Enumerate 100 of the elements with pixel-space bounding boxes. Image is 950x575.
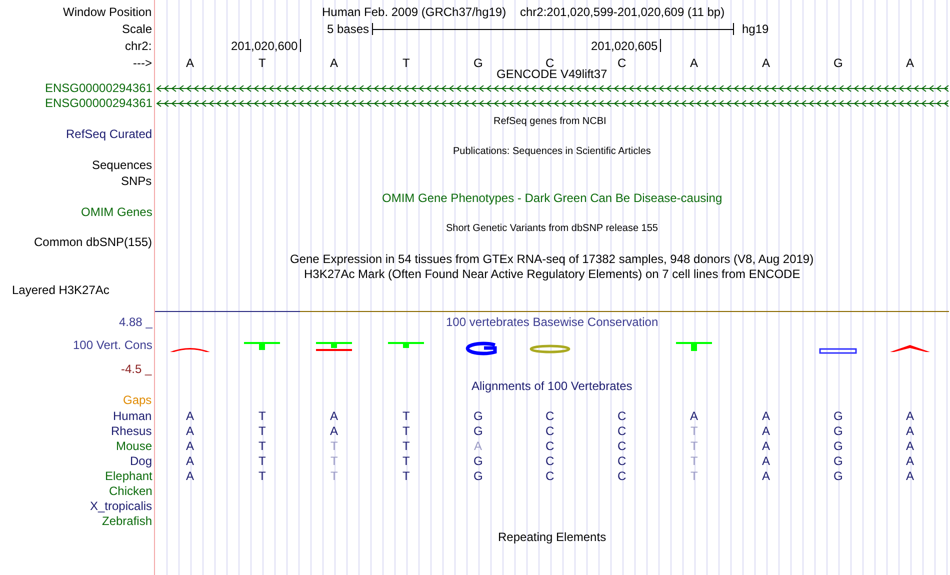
base-letter: A <box>186 469 194 483</box>
track-title: Alignments of 100 Vertebrates <box>472 379 632 393</box>
base-letter: T <box>402 454 410 468</box>
base-letter: A <box>762 454 770 468</box>
track-label: Common dbSNP(155) <box>34 235 152 249</box>
track-label: Layered H3K27Ac <box>12 283 110 297</box>
base-letter: T <box>402 469 410 483</box>
base-letter: G <box>474 56 483 70</box>
track-label: ENSG00000294361 <box>45 81 152 95</box>
base-letter: A <box>186 454 194 468</box>
track-title: Repeating Elements <box>498 530 606 544</box>
track-title: Short Genetic Variants from dbSNP release 155 <box>446 222 658 236</box>
track-label: Gaps <box>123 393 152 407</box>
base-letter: C <box>546 469 554 483</box>
base-letter: T <box>690 469 698 483</box>
base-letter: A <box>762 56 770 70</box>
track-title: H3K27Ac Mark (Often Found Near Active Regulatory Elements) on 7 cell lines from ENCODE <box>304 267 800 281</box>
base-letter: T <box>690 424 698 438</box>
track-label: RefSeq Curated <box>66 127 152 141</box>
base-letter: C <box>546 439 554 453</box>
scale-label: hg19 <box>742 22 769 36</box>
row-label: chr2: <box>125 39 152 53</box>
base-letter: T <box>690 439 698 453</box>
base-letter: A <box>330 409 338 423</box>
base-letter: G <box>834 56 843 70</box>
track-title: Gene Expression in 54 tissues from GTEx RNA-seq of 17382 samples, 948 donors (V8, Aug 2019) <box>290 252 814 266</box>
base-letter: A <box>762 409 770 423</box>
track-title: OMIM Gene Phenotypes - Dark Green Can Be Disease-causing <box>382 191 722 205</box>
base-letter: A <box>906 56 914 70</box>
base-letter: C <box>618 409 626 423</box>
base-letter: C <box>618 424 626 438</box>
track-label: Sequences <box>92 158 152 172</box>
base-letter: A <box>762 424 770 438</box>
track-title: Publications: Sequences in Scientific Articles <box>453 145 651 159</box>
base-letter: A <box>186 56 194 70</box>
base-letter: T <box>330 469 338 483</box>
coordinate-label: 201,020,600 <box>231 39 298 53</box>
track-title: 100 vertebrates Basewise Conservation <box>446 315 658 329</box>
species-label: Zebrafish <box>102 514 152 528</box>
track-label: OMIM Genes <box>81 205 152 219</box>
scale-label: 5 bases <box>327 22 370 36</box>
track-title: RefSeq genes from NCBI <box>494 115 606 129</box>
base-letter: A <box>330 56 338 70</box>
base-letter: A <box>906 424 914 438</box>
base-letter: G <box>834 454 843 468</box>
base-letter: T <box>402 409 410 423</box>
track-label: SNPs <box>121 174 152 188</box>
base-letter: C <box>546 56 554 70</box>
row-label: Scale <box>122 22 152 36</box>
base-letter: A <box>762 469 770 483</box>
base-letter: C <box>618 56 626 70</box>
base-letter: G <box>834 469 843 483</box>
base-letter: C <box>546 409 554 423</box>
row-label: ---> <box>133 56 152 70</box>
base-letter: C <box>618 439 626 453</box>
base-letter: A <box>690 56 698 70</box>
base-letter: C <box>618 454 626 468</box>
base-letter: A <box>762 439 770 453</box>
species-label: X_tropicalis <box>90 499 152 513</box>
base-letter: G <box>834 424 843 438</box>
base-letter: A <box>906 409 914 423</box>
base-letter: T <box>402 439 410 453</box>
position-range: chr2:201,020,599-201,020,609 (11 bp) <box>520 5 725 19</box>
species-label: Chicken <box>109 484 152 498</box>
base-letter: T <box>258 409 266 423</box>
base-letter: A <box>474 439 482 453</box>
axis-value: -4.5 _ <box>121 362 152 376</box>
axis-value: 4.88 _ <box>119 315 152 329</box>
base-letter: T <box>402 424 410 438</box>
base-letter: T <box>330 454 338 468</box>
base-letter: A <box>186 439 194 453</box>
base-letter: T <box>258 469 266 483</box>
base-letter: T <box>690 454 698 468</box>
base-letter: A <box>186 424 194 438</box>
base-letter: G <box>474 409 483 423</box>
species-label: Elephant <box>105 469 152 483</box>
base-letter: T <box>330 439 338 453</box>
track-label: ENSG00000294361 <box>45 96 152 110</box>
base-letter: A <box>906 469 914 483</box>
base-letter: G <box>474 469 483 483</box>
base-letter: C <box>618 469 626 483</box>
base-letter: C <box>546 424 554 438</box>
row-label: Window Position <box>63 5 152 19</box>
species-label: Dog <box>130 454 152 468</box>
species-label: Rhesus <box>111 424 152 438</box>
coordinate-label: 201,020,605 <box>591 39 658 53</box>
assembly-title: Human Feb. 2009 (GRCh37/hg19) <box>322 5 506 19</box>
base-letter: C <box>546 454 554 468</box>
base-letter: G <box>474 454 483 468</box>
species-label: Human <box>113 409 152 423</box>
species-label: Mouse <box>116 439 152 453</box>
base-letter: T <box>258 424 266 438</box>
base-letter: G <box>474 424 483 438</box>
base-letter: T <box>258 454 266 468</box>
base-letter: T <box>258 439 266 453</box>
base-letter: T <box>258 56 266 70</box>
base-letter: A <box>906 454 914 468</box>
base-letter: A <box>690 409 698 423</box>
track-title: GENCODE V49lift37 <box>496 67 608 81</box>
base-letter: A <box>906 439 914 453</box>
